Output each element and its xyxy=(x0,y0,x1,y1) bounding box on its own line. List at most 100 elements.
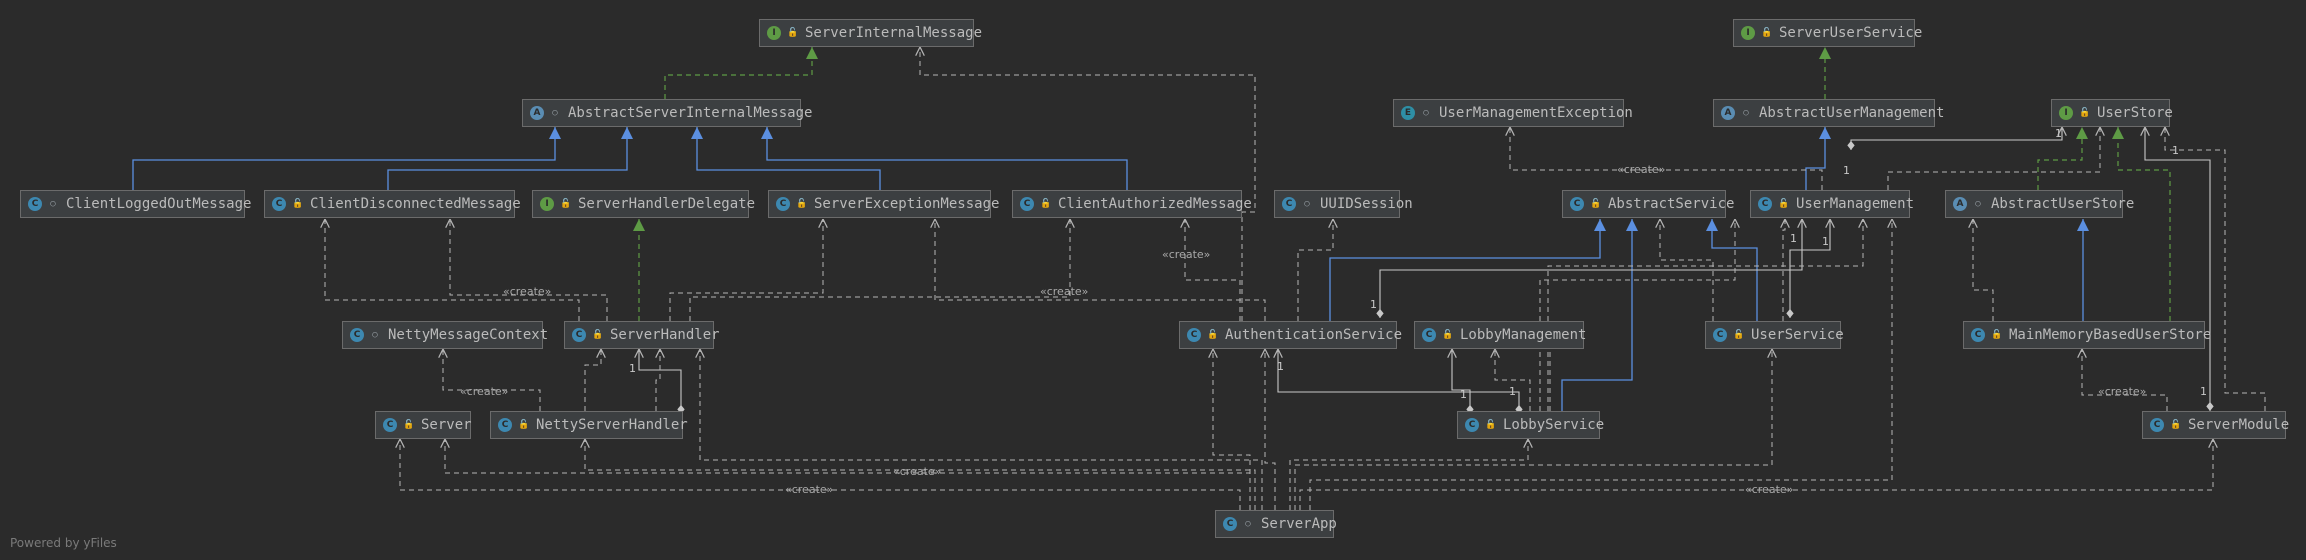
dependency-edge xyxy=(669,219,823,321)
class-client-authorized-message[interactable]: C 🔓 ClientAuthorizedMessage xyxy=(1012,190,1252,218)
class-client-logged-out-message[interactable]: C ○ ClientLoggedOutMessage xyxy=(20,190,251,218)
inheritance-edge xyxy=(1561,219,1638,411)
class-user-management[interactable]: C 🔓 UserManagement xyxy=(1750,190,1914,218)
public-visibility-icon: 🔓 xyxy=(292,199,304,209)
public-visibility-icon: 🔓 xyxy=(1207,330,1219,340)
interface-icon: I xyxy=(1741,26,1755,40)
dependency-edge xyxy=(689,219,1070,321)
class-server-module[interactable]: C 🔓 ServerModule xyxy=(2142,411,2290,439)
inheritance-edge xyxy=(691,127,881,190)
class-user-service[interactable]: C 🔓 UserService xyxy=(1705,321,1844,349)
dependency-edge xyxy=(1495,349,1531,411)
class-name: ServerInternalMessage xyxy=(805,25,983,41)
public-visibility-icon: 🔓 xyxy=(1590,199,1602,209)
class-icon: C xyxy=(498,418,512,432)
class-server[interactable]: C 🔓 Server xyxy=(375,411,472,439)
public-visibility-icon: 🔓 xyxy=(787,28,799,38)
multiplicity-label: 1 xyxy=(1509,385,1516,398)
multiplicity-label: 1 xyxy=(2055,127,2062,140)
class-name: ServerModule xyxy=(2188,417,2290,433)
create-label: «create» xyxy=(503,285,552,298)
class-abstract-user-management[interactable]: A ○ AbstractUserManagement xyxy=(1713,99,1944,127)
class-icon: C xyxy=(1465,418,1479,432)
class-server-internal-message[interactable]: I 🔓 ServerInternalMessage xyxy=(759,19,982,47)
class-name: UserService xyxy=(1751,327,1844,343)
class-name: AbstractServerInternalMessage xyxy=(568,105,813,121)
package-visibility-icon: ○ xyxy=(372,330,378,340)
class-name: Server xyxy=(421,417,472,433)
class-icon: C xyxy=(1570,197,1584,211)
public-visibility-icon: 🔓 xyxy=(1485,420,1497,430)
dependency-edge xyxy=(1309,219,1892,510)
class-server-user-service[interactable]: I 🔓 ServerUserService xyxy=(1733,19,1922,47)
class-icon: C xyxy=(776,197,790,211)
class-icon: C xyxy=(28,197,42,211)
class-icon: C xyxy=(1758,197,1772,211)
class-netty-server-handler[interactable]: C 🔓 NettyServerHandler xyxy=(490,411,688,439)
class-abstract-server-internal-message[interactable]: A ○ AbstractServerInternalMessage xyxy=(522,99,812,127)
class-icon: C xyxy=(1713,328,1727,342)
class-icon: C xyxy=(2150,418,2164,432)
class-main-memory-based-user-store[interactable]: C 🔓 MainMemoryBasedUserStore xyxy=(1963,321,2211,349)
class-name: UserManagementException xyxy=(1439,105,1633,121)
multiplicity-label: 1 xyxy=(1370,298,1377,311)
inheritance-edge xyxy=(132,127,561,190)
class-name: UserStore xyxy=(2097,105,2173,121)
package-visibility-icon: ○ xyxy=(50,199,56,209)
dependency-edge xyxy=(1887,127,2100,190)
dependency-edge xyxy=(1289,439,1528,510)
class-user-management-exception[interactable]: E ○ UserManagementException xyxy=(1393,99,1633,127)
class-authentication-service[interactable]: C 🔓 AuthenticationService xyxy=(1179,321,1402,349)
dependency-edge xyxy=(1299,439,2213,510)
create-label: «create» xyxy=(1745,483,1794,496)
dependency-edge xyxy=(400,439,1241,510)
public-visibility-icon: 🔓 xyxy=(518,420,530,430)
class-icon: C xyxy=(1971,328,1985,342)
dependency-edge xyxy=(1294,349,1772,510)
package-visibility-icon: ○ xyxy=(1975,199,1981,209)
class-server-exception-message[interactable]: C 🔓 ServerExceptionMessage xyxy=(768,190,999,218)
dependency-edge xyxy=(1297,219,1333,321)
multiplicity-label: 1 xyxy=(1277,360,1284,373)
association-edge xyxy=(1790,219,1830,318)
realization-edge xyxy=(2112,127,2171,321)
class-name: UserManagement xyxy=(1796,196,1915,212)
dependency-edge xyxy=(655,349,660,411)
class-name: ServerHandler xyxy=(610,327,720,343)
create-label: «create» xyxy=(1040,285,1089,298)
class-name: ClientLoggedOutMessage xyxy=(66,196,252,212)
dependency-edge xyxy=(1265,349,1276,510)
multiplicity-label: 1 xyxy=(629,362,636,375)
class-name: NettyMessageContext xyxy=(388,327,549,343)
class-name: ServerUserService xyxy=(1779,25,1923,41)
class-abstract-user-store[interactable]: A ○ AbstractUserStore xyxy=(1945,190,2134,218)
class-netty-message-context[interactable]: C ○ NettyMessageContext xyxy=(342,321,548,349)
create-label: «create» xyxy=(1162,248,1211,261)
package-visibility-icon: ○ xyxy=(1743,108,1749,118)
dependency-edge xyxy=(1185,219,1241,321)
dependency-edge xyxy=(584,349,601,411)
class-user-store[interactable]: I 🔓 UserStore xyxy=(2051,99,2173,127)
class-client-disconnected-message[interactable]: C 🔓 ClientDisconnectedMessage xyxy=(264,190,521,218)
class-server-app[interactable]: C ○ ServerApp xyxy=(1215,510,1337,538)
class-lobby-management[interactable]: C 🔓 LobbyManagement xyxy=(1414,321,1586,349)
package-visibility-icon: ○ xyxy=(1304,199,1310,209)
multiplicity-label: 1 xyxy=(1843,164,1850,177)
class-icon: C xyxy=(1422,328,1436,342)
dependency-edge xyxy=(443,349,541,411)
dependency-edge xyxy=(1539,219,1735,411)
package-visibility-icon: ○ xyxy=(1245,519,1251,529)
class-name: AbstractService xyxy=(1608,196,1735,212)
dependency-edge xyxy=(585,439,1256,510)
class-server-handler[interactable]: C 🔓 ServerHandler xyxy=(564,321,720,349)
class-icon: C xyxy=(1282,197,1296,211)
public-visibility-icon: 🔓 xyxy=(2079,108,2091,118)
class-abstract-service[interactable]: C 🔓 AbstractService xyxy=(1562,190,1734,218)
class-lobby-service[interactable]: C 🔓 LobbyService xyxy=(1457,411,1604,439)
class-uuid-session[interactable]: C ○ UUIDSession xyxy=(1274,190,1413,218)
dependency-edge xyxy=(450,219,608,321)
dependency-edge xyxy=(1510,127,1823,190)
multiplicity-label: 1 xyxy=(2200,385,2207,398)
class-server-handler-delegate[interactable]: I 🔓 ServerHandlerDelegate xyxy=(532,190,755,218)
